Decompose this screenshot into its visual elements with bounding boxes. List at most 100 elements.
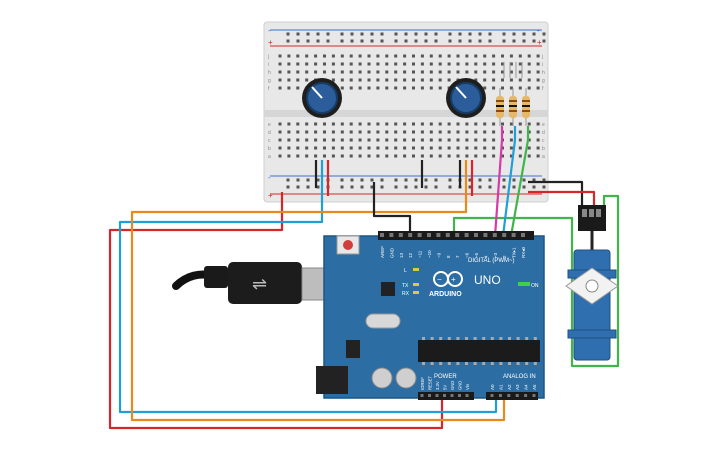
digital-pin[interactable] <box>511 233 516 237</box>
breadboard-hole[interactable] <box>314 62 318 66</box>
potentiometer-right[interactable] <box>446 78 486 118</box>
breadboard-hole[interactable] <box>349 78 353 82</box>
rail-hole[interactable] <box>316 39 320 43</box>
digital-pin[interactable] <box>474 233 478 237</box>
breadboard-hole[interactable] <box>349 138 353 142</box>
breadboard-hole[interactable] <box>278 146 282 150</box>
breadboard-hole[interactable] <box>429 122 433 126</box>
breadboard-hole[interactable] <box>509 130 513 134</box>
breadboard-hole[interactable] <box>367 130 371 134</box>
breadboard-hole[interactable] <box>536 138 540 142</box>
resistor-3[interactable] <box>522 88 530 126</box>
rgb-led[interactable] <box>503 62 523 78</box>
breadboard-hole[interactable] <box>412 54 415 58</box>
digital-pin[interactable] <box>417 233 422 237</box>
rail-hole[interactable] <box>468 185 472 189</box>
rail-hole[interactable] <box>380 185 384 189</box>
rail-hole[interactable] <box>360 32 364 36</box>
breadboard-hole[interactable] <box>367 154 371 158</box>
breadboard-hole[interactable] <box>412 78 415 82</box>
breadboard-hole[interactable] <box>536 78 540 82</box>
digital-pin[interactable] <box>436 233 441 237</box>
breadboard-hole[interactable] <box>483 54 487 58</box>
breadboard-hole[interactable] <box>287 62 291 66</box>
rail-hole[interactable] <box>532 39 536 43</box>
analog-pin[interactable] <box>524 394 528 397</box>
rail-hole[interactable] <box>512 39 516 43</box>
breadboard-hole[interactable] <box>509 122 513 126</box>
breadboard-hole[interactable] <box>483 70 487 74</box>
breadboard-hole[interactable] <box>376 70 380 74</box>
breadboard-hole[interactable] <box>287 146 291 150</box>
breadboard-hole[interactable] <box>331 130 335 134</box>
breadboard-hole[interactable] <box>385 138 389 142</box>
breadboard-hole[interactable] <box>420 62 424 66</box>
breadboard-hole[interactable] <box>518 138 522 142</box>
breadboard-hole[interactable] <box>474 130 478 134</box>
rail-hole[interactable] <box>448 185 452 189</box>
breadboard-hole[interactable] <box>305 138 309 142</box>
rail-hole[interactable] <box>370 178 374 182</box>
breadboard-hole[interactable] <box>501 78 504 82</box>
wire-magenta-pin[interactable] <box>493 126 504 237</box>
breadboard-hole[interactable] <box>509 62 513 66</box>
rail-hole[interactable] <box>394 32 398 36</box>
rail-hole[interactable] <box>306 39 310 43</box>
digital-pin[interactable] <box>398 233 403 237</box>
breadboard-hole[interactable] <box>447 78 451 82</box>
breadboard-hole[interactable] <box>474 62 478 66</box>
breadboard-hole[interactable] <box>492 130 496 134</box>
breadboard-hole[interactable] <box>287 70 291 74</box>
breadboard-hole[interactable] <box>296 62 300 66</box>
breadboard-hole[interactable] <box>483 130 487 134</box>
rail-hole[interactable] <box>286 185 290 189</box>
breadboard-hole[interactable] <box>492 62 496 66</box>
breadboard-hole[interactable] <box>278 130 282 134</box>
digital-pin[interactable] <box>389 233 394 237</box>
breadboard-hole[interactable] <box>340 138 344 142</box>
breadboard-hole[interactable] <box>483 122 487 126</box>
breadboard-hole[interactable] <box>305 78 309 82</box>
analog-pin[interactable] <box>515 394 519 397</box>
breadboard-hole[interactable] <box>438 78 442 82</box>
rail-hole[interactable] <box>478 39 482 43</box>
rail-hole[interactable] <box>414 178 418 182</box>
breadboard-hole[interactable] <box>278 138 282 142</box>
breadboard-hole[interactable] <box>403 146 407 150</box>
breadboard-hole[interactable] <box>492 78 496 82</box>
breadboard-hole[interactable] <box>527 54 531 58</box>
breadboard-hole[interactable] <box>278 78 282 82</box>
breadboard-hole[interactable] <box>412 122 415 126</box>
breadboard-hole[interactable] <box>412 62 415 66</box>
breadboard-hole[interactable] <box>305 70 309 74</box>
wire-blue-pin[interactable] <box>501 126 517 237</box>
power-pin[interactable] <box>420 394 424 397</box>
breadboard-hole[interactable] <box>340 62 344 66</box>
servo-motor[interactable] <box>565 205 619 361</box>
breadboard-hole[interactable] <box>429 54 433 58</box>
rail-hole[interactable] <box>316 32 320 36</box>
breadboard-hole[interactable] <box>376 146 380 150</box>
breadboard-hole[interactable] <box>323 130 326 134</box>
rail-hole[interactable] <box>340 185 344 189</box>
rail-hole[interactable] <box>488 178 492 182</box>
analog-pin[interactable] <box>507 394 511 397</box>
breadboard-hole[interactable] <box>367 62 371 66</box>
rail-hole[interactable] <box>296 178 300 182</box>
breadboard-hole[interactable] <box>296 86 300 90</box>
breadboard-hole[interactable] <box>483 146 487 150</box>
breadboard-hole[interactable] <box>403 62 407 66</box>
rail-hole[interactable] <box>542 39 546 43</box>
rail-hole[interactable] <box>434 32 438 36</box>
wire-red-5v[interactable] <box>108 192 444 430</box>
breadboard-hole[interactable] <box>438 146 442 150</box>
rail-hole[interactable] <box>350 39 354 43</box>
breadboard-hole[interactable] <box>287 130 291 134</box>
analog-pin[interactable] <box>490 394 494 397</box>
rail-hole[interactable] <box>502 32 506 36</box>
rail-hole[interactable] <box>404 32 408 36</box>
breadboard-hole[interactable] <box>296 154 300 158</box>
breadboard-hole[interactable] <box>296 130 300 134</box>
breadboard-hole[interactable] <box>429 70 433 74</box>
rail-hole[interactable] <box>522 32 526 36</box>
